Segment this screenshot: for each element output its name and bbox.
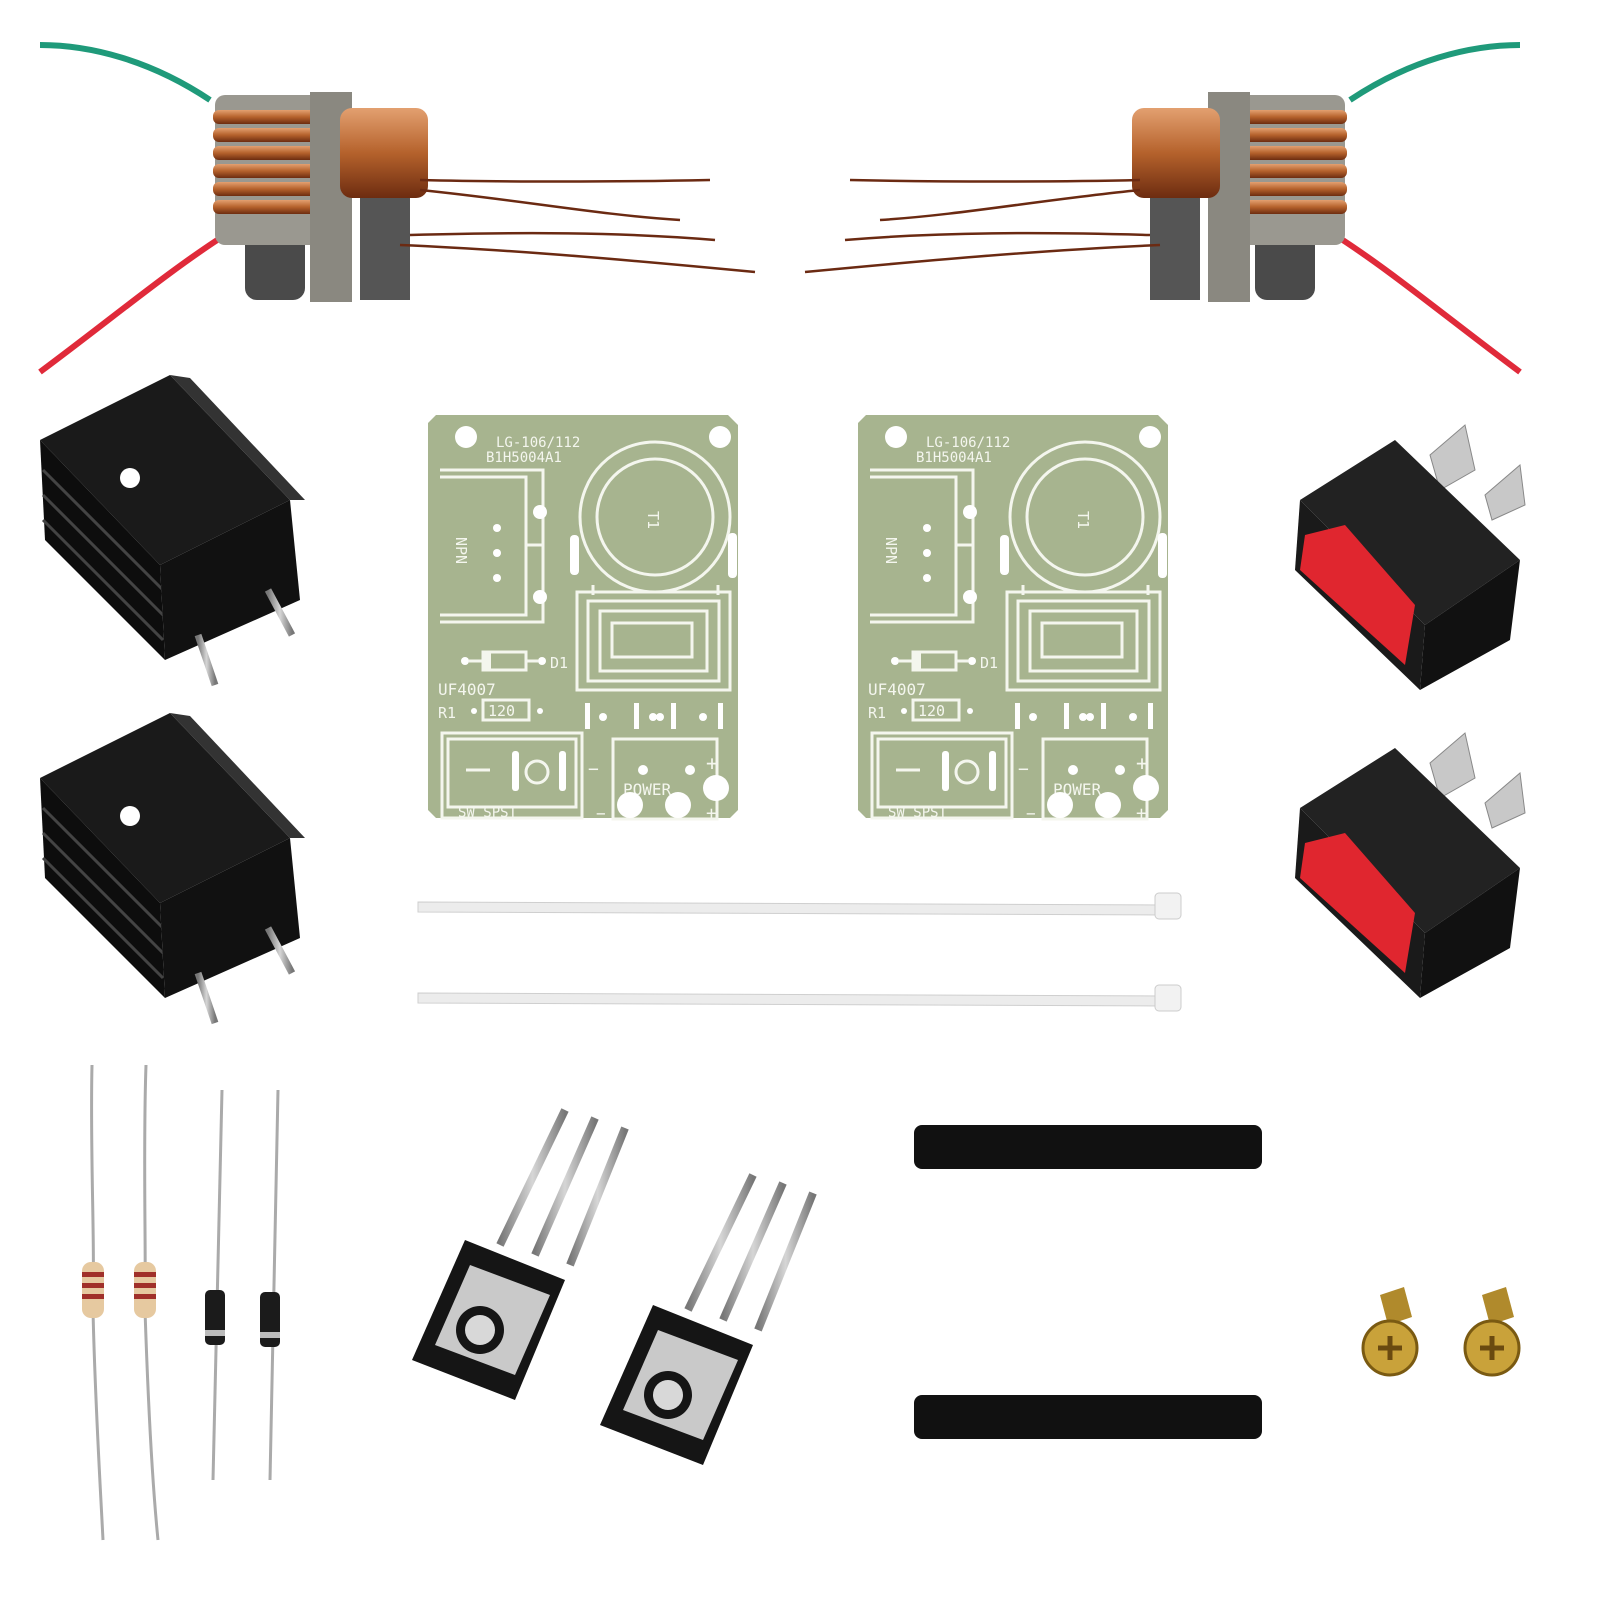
diode-label: D1	[550, 654, 568, 672]
mounting-hole	[455, 426, 477, 448]
diode-label: D1	[980, 654, 998, 672]
rocker-switch-bottom	[1294, 732, 1526, 999]
mounting-hole	[1139, 426, 1161, 448]
resistor-1	[82, 1064, 105, 1541]
minus-sign: −	[1018, 759, 1029, 780]
coil-outline	[575, 590, 732, 692]
flyback-transformer-right	[805, 45, 1520, 372]
minus-sign: −	[596, 804, 606, 823]
diode-part: UF4007	[868, 680, 926, 699]
minus-sign: −	[588, 759, 599, 780]
transistor-1	[412, 1110, 625, 1400]
plus-sign: +	[706, 803, 717, 824]
mounting-hole	[885, 426, 907, 448]
resistor-value: 120	[918, 702, 945, 720]
pcb-board-left: LG-106/112 B1H5004A1 T1 NPN D1 UF4007 R1…	[428, 415, 738, 824]
pcb-board-right: LG-106/112 B1H5004A1 T1 NPN D1 UF4007 R1…	[858, 415, 1168, 824]
resistor-2	[134, 1064, 160, 1541]
switch-footprint	[440, 731, 584, 820]
cable-tie-top	[417, 892, 1182, 920]
pcb-model: LG-106/112	[496, 435, 580, 451]
transistor-label: NPN	[452, 537, 470, 564]
heatsink-top	[40, 375, 305, 685]
resistor-value: 120	[488, 702, 515, 720]
resistor-label: R1	[868, 704, 886, 722]
rocker-switch-top	[1294, 424, 1526, 691]
transformer-label: T1	[1074, 511, 1092, 529]
transistor-label: NPN	[882, 537, 900, 564]
switch-label: SW SPST	[888, 805, 948, 821]
plus-sign: +	[706, 751, 718, 775]
transistor-2	[600, 1175, 813, 1465]
pcb-model: LG-106/112	[926, 435, 1010, 451]
screw-2	[1465, 1287, 1519, 1375]
coil-outline	[1005, 590, 1162, 692]
pin-header-bottom	[914, 1350, 1262, 1535]
heatsink-bottom	[40, 713, 305, 1023]
diode-1	[205, 1089, 225, 1481]
flyback-transformer-left	[40, 45, 755, 372]
transformer-label: T1	[644, 511, 662, 529]
screw-1	[1363, 1287, 1417, 1375]
switch-label: SW SPST	[458, 805, 518, 821]
minus-sign: −	[1026, 804, 1036, 823]
diode-part: UF4007	[438, 680, 496, 699]
pcb-code: B1H5004A1	[486, 450, 562, 466]
cable-tie-bottom	[417, 984, 1182, 1012]
resistor-label: R1	[438, 704, 456, 722]
plus-sign: +	[1136, 751, 1148, 775]
switch-footprint	[870, 731, 1014, 820]
pin-header-top	[914, 1080, 1262, 1265]
diode-2	[260, 1089, 280, 1481]
mounting-hole	[709, 426, 731, 448]
pcb-code: B1H5004A1	[916, 450, 992, 466]
plus-sign: +	[1136, 803, 1147, 824]
